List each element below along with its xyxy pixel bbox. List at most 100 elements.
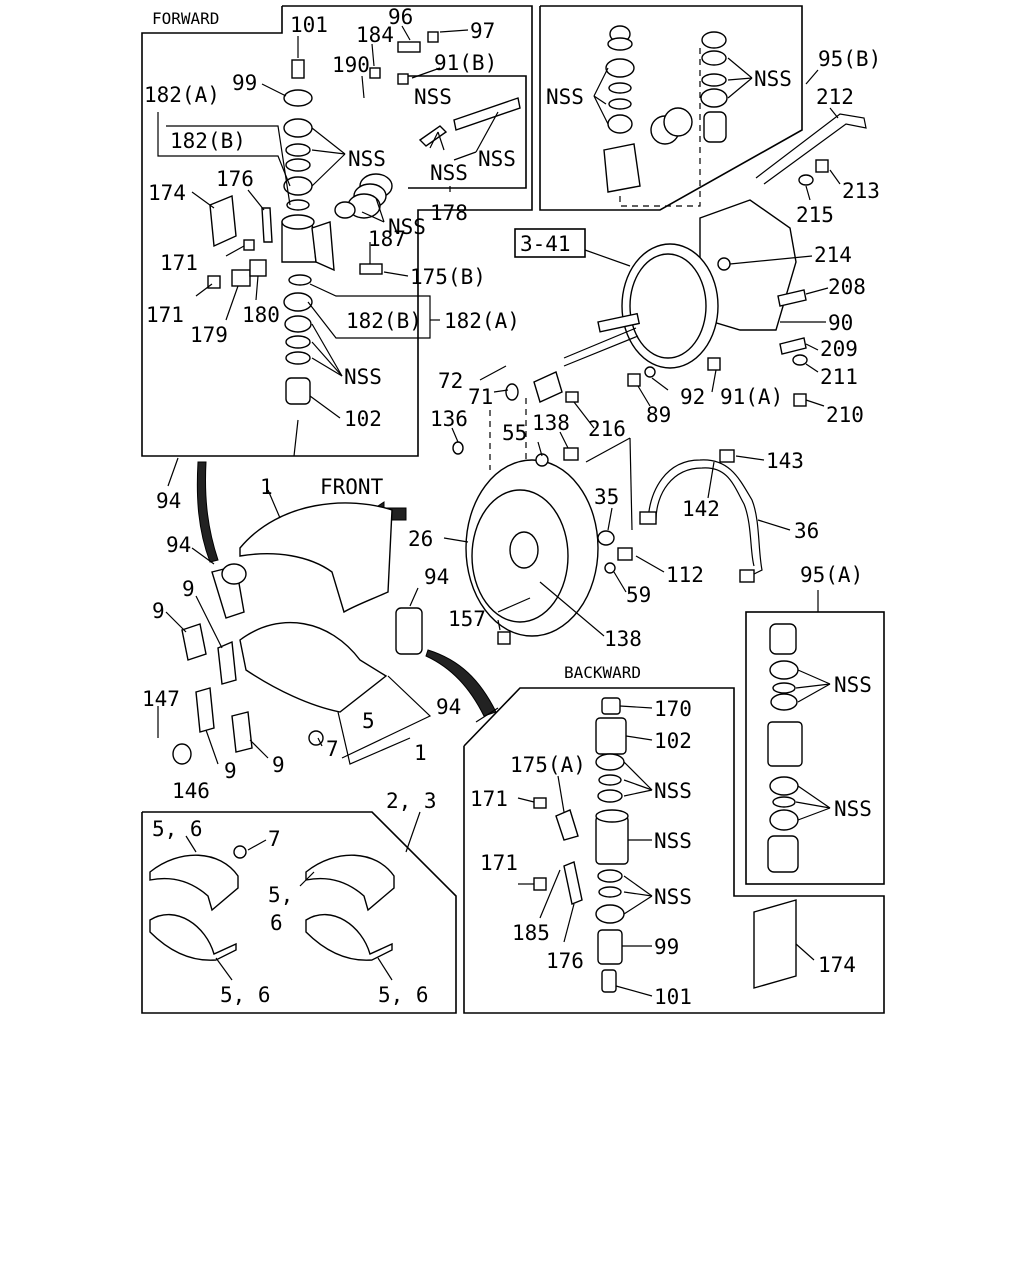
label-94-a: 94 — [156, 489, 181, 513]
nss-label: NSS — [388, 215, 426, 239]
label-72: 72 — [438, 369, 463, 393]
label-95a: 95(A) — [800, 563, 863, 587]
label-171-a: 171 — [160, 251, 198, 275]
brake-chamber — [505, 113, 867, 407]
label-101: 101 — [290, 13, 328, 37]
label-138-a: 138 — [532, 411, 570, 435]
label-178: 178 — [430, 201, 468, 225]
label-179: 179 — [190, 323, 228, 347]
reference-label: 3-41 — [520, 232, 571, 256]
shoe-assembly — [172, 502, 423, 765]
label-146: 146 — [172, 779, 210, 803]
label-91a: 91(A) — [720, 385, 783, 409]
label-99-b: 99 — [654, 935, 679, 959]
label-209: 209 — [820, 337, 858, 361]
backward-header: BACKWARD — [564, 663, 641, 682]
nss-label: NSS — [546, 85, 584, 109]
forward-frame: FORWARD — [141, 5, 533, 457]
label-89: 89 — [646, 403, 671, 427]
side-assembly — [767, 590, 831, 873]
label-174-b: 174 — [818, 953, 856, 977]
label-190: 190 — [332, 53, 370, 77]
label-175b: 175(B) — [410, 265, 486, 289]
label-96: 96 — [388, 5, 413, 29]
nss-label: NSS — [754, 67, 792, 91]
label-215: 215 — [796, 203, 834, 227]
label-7-a: 7 — [326, 737, 339, 761]
label-36: 36 — [794, 519, 819, 543]
label-175a: 175(A) — [510, 753, 586, 777]
label-212: 212 — [816, 85, 854, 109]
label-1-a: 1 — [260, 475, 273, 499]
backing-plate — [452, 441, 633, 645]
label-176-a: 176 — [216, 167, 254, 191]
shoe-frame — [141, 811, 457, 1014]
front-label: FRONT — [320, 475, 384, 499]
nss-label: NSS — [430, 161, 468, 185]
forward-leaders — [157, 25, 499, 457]
label-176-b: 176 — [546, 949, 584, 973]
label-5-6-c: 5, 6 — [220, 983, 271, 1007]
backward-leaders — [475, 705, 815, 997]
label-157: 157 — [448, 607, 486, 631]
label-185: 185 — [512, 921, 550, 945]
backward-frame: BACKWARD — [463, 660, 885, 1014]
nss-label: NSS — [348, 147, 386, 171]
shoe-kit — [149, 835, 395, 981]
forward-header: FORWARD — [152, 9, 219, 28]
label-94-c: 94 — [424, 565, 449, 589]
label-142: 142 — [682, 497, 720, 521]
label-5-6-a: 5, 6 — [152, 817, 203, 841]
label-94-b: 94 — [166, 533, 191, 557]
curved-arrow-icon — [196, 461, 219, 563]
label-95b: 95(B) — [818, 47, 881, 71]
nss-label: NSS — [834, 673, 872, 697]
label-26: 26 — [408, 527, 433, 551]
label-101-b: 101 — [654, 985, 692, 1009]
label-90: 90 — [828, 311, 853, 335]
label-35: 35 — [594, 485, 619, 509]
nss-label: NSS — [344, 365, 382, 389]
part-labels: 101 184 96 97 190 91(B) 99 182(A) 182(B)… — [142, 5, 881, 1009]
label-182b-top: 182(B) — [170, 129, 246, 153]
nss-label: NSS — [654, 885, 692, 909]
label-138-b: 138 — [604, 627, 642, 651]
label-7-b: 7 — [268, 827, 281, 851]
label-9-a: 9 — [182, 577, 195, 601]
plate-leaders — [443, 427, 791, 637]
label-5: 5 — [362, 709, 375, 733]
label-9-b: 9 — [152, 599, 165, 623]
side-frame — [745, 611, 885, 885]
label-214: 214 — [814, 243, 852, 267]
label-216: 216 — [588, 417, 626, 441]
label-94-d: 94 — [436, 695, 461, 719]
label-182b-mid: 182(B) — [346, 309, 422, 333]
reference-box: 3-41 — [514, 228, 586, 258]
backward-parts — [533, 697, 797, 993]
label-55: 55 — [502, 421, 527, 445]
label-210: 210 — [826, 403, 864, 427]
shoe-leaders — [157, 457, 432, 853]
label-59: 59 — [626, 583, 651, 607]
label-1-b: 1 — [414, 741, 427, 765]
nss-label: NSS — [834, 797, 872, 821]
upper-right-leaders — [593, 57, 819, 125]
forward-wheel-cylinder-parts — [207, 31, 521, 405]
label-174-a: 174 — [148, 181, 186, 205]
label-180: 180 — [242, 303, 280, 327]
label-136: 136 — [430, 407, 468, 431]
label-99-a: 99 — [232, 71, 257, 95]
label-5-6-b: 6 — [270, 911, 283, 935]
label-9-c: 9 — [224, 759, 237, 783]
label-171-c: 171 — [470, 787, 508, 811]
label-182a-top: 182(A) — [144, 83, 220, 107]
label-5-6-d: 5, 6 — [378, 983, 429, 1007]
label-182a-mid: 182(A) — [444, 309, 520, 333]
label-171-d: 171 — [480, 851, 518, 875]
label-97: 97 — [470, 19, 495, 43]
label-5-6-b: 5, — [268, 883, 293, 907]
label-102-b: 102 — [654, 729, 692, 753]
label-9-d: 9 — [272, 753, 285, 777]
label-147: 147 — [142, 687, 180, 711]
